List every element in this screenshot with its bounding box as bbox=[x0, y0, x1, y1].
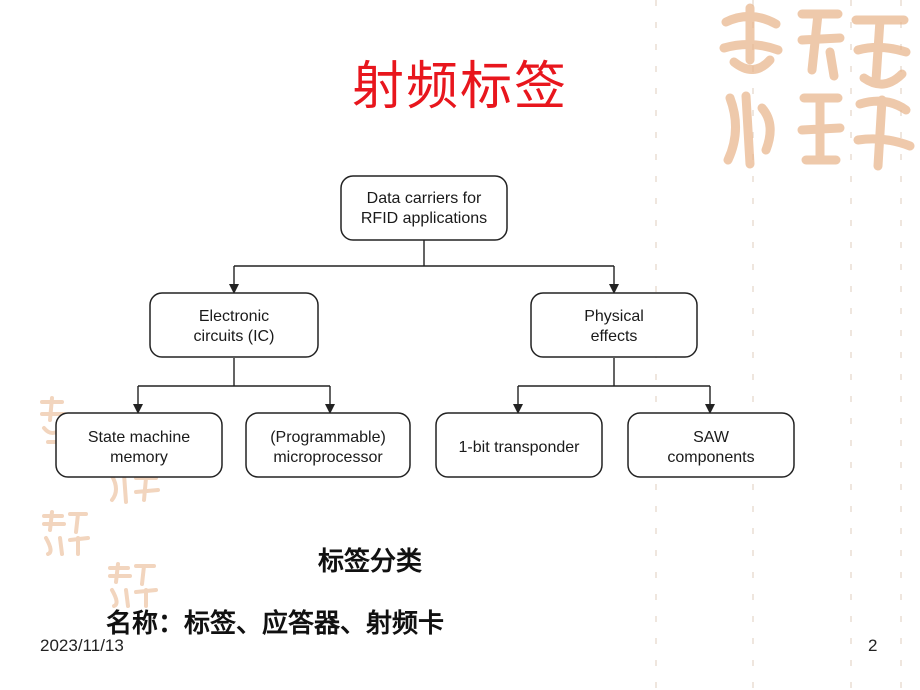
node-leaf2-line2: microprocessor bbox=[273, 449, 383, 466]
node-physical-effects: Physical effects bbox=[530, 292, 698, 358]
node-electronic-line1: Electronic bbox=[199, 308, 269, 325]
node-physical-line2: effects bbox=[591, 328, 638, 345]
tree-connectors bbox=[133, 240, 715, 414]
node-leaf1-line2: memory bbox=[110, 449, 168, 466]
node-root-line1: Data carriers for bbox=[367, 190, 482, 207]
node-saw-components: SAW components bbox=[627, 412, 795, 478]
node-physical-line1: Physical bbox=[584, 308, 644, 325]
seal-watermark-icon bbox=[40, 396, 66, 444]
node-electronic-circuits: Electronic circuits (IC) bbox=[149, 292, 319, 358]
seal-watermark-icon bbox=[110, 472, 160, 504]
diagram-caption: 标签分类 bbox=[317, 547, 422, 577]
node-leaf3-line1: 1-bit transponder bbox=[459, 439, 581, 456]
slide-date: 2023/11/13 bbox=[40, 636, 124, 655]
node-root-line2: RFID applications bbox=[361, 210, 487, 227]
slide-title: 射频标签 bbox=[351, 57, 568, 117]
seal-watermark-icon bbox=[108, 562, 158, 608]
node-state-machine-memory: State machine memory bbox=[55, 412, 223, 478]
node-1bit-transponder: 1-bit transponder bbox=[435, 412, 603, 478]
alternate-names-line: 名称：标签、应答器、射频卡 bbox=[106, 609, 445, 639]
node-leaf4-line2: components bbox=[667, 449, 754, 466]
node-root: Data carriers for RFID applications bbox=[340, 175, 508, 241]
dotted-pattern bbox=[752, 0, 754, 690]
auspicious-seal-watermark-icon bbox=[719, 3, 915, 171]
node-microprocessor: (Programmable) microprocessor bbox=[245, 412, 411, 478]
node-leaf4-line1: SAW bbox=[693, 429, 730, 446]
seal-watermark-icon bbox=[42, 510, 90, 556]
node-electronic-line2: circuits (IC) bbox=[194, 328, 275, 345]
node-leaf1-line1: State machine bbox=[88, 429, 190, 446]
dotted-pattern bbox=[850, 0, 852, 690]
dotted-pattern bbox=[900, 0, 902, 690]
slide-page-number: 2 bbox=[868, 636, 878, 655]
node-leaf2-line1: (Programmable) bbox=[270, 429, 386, 446]
